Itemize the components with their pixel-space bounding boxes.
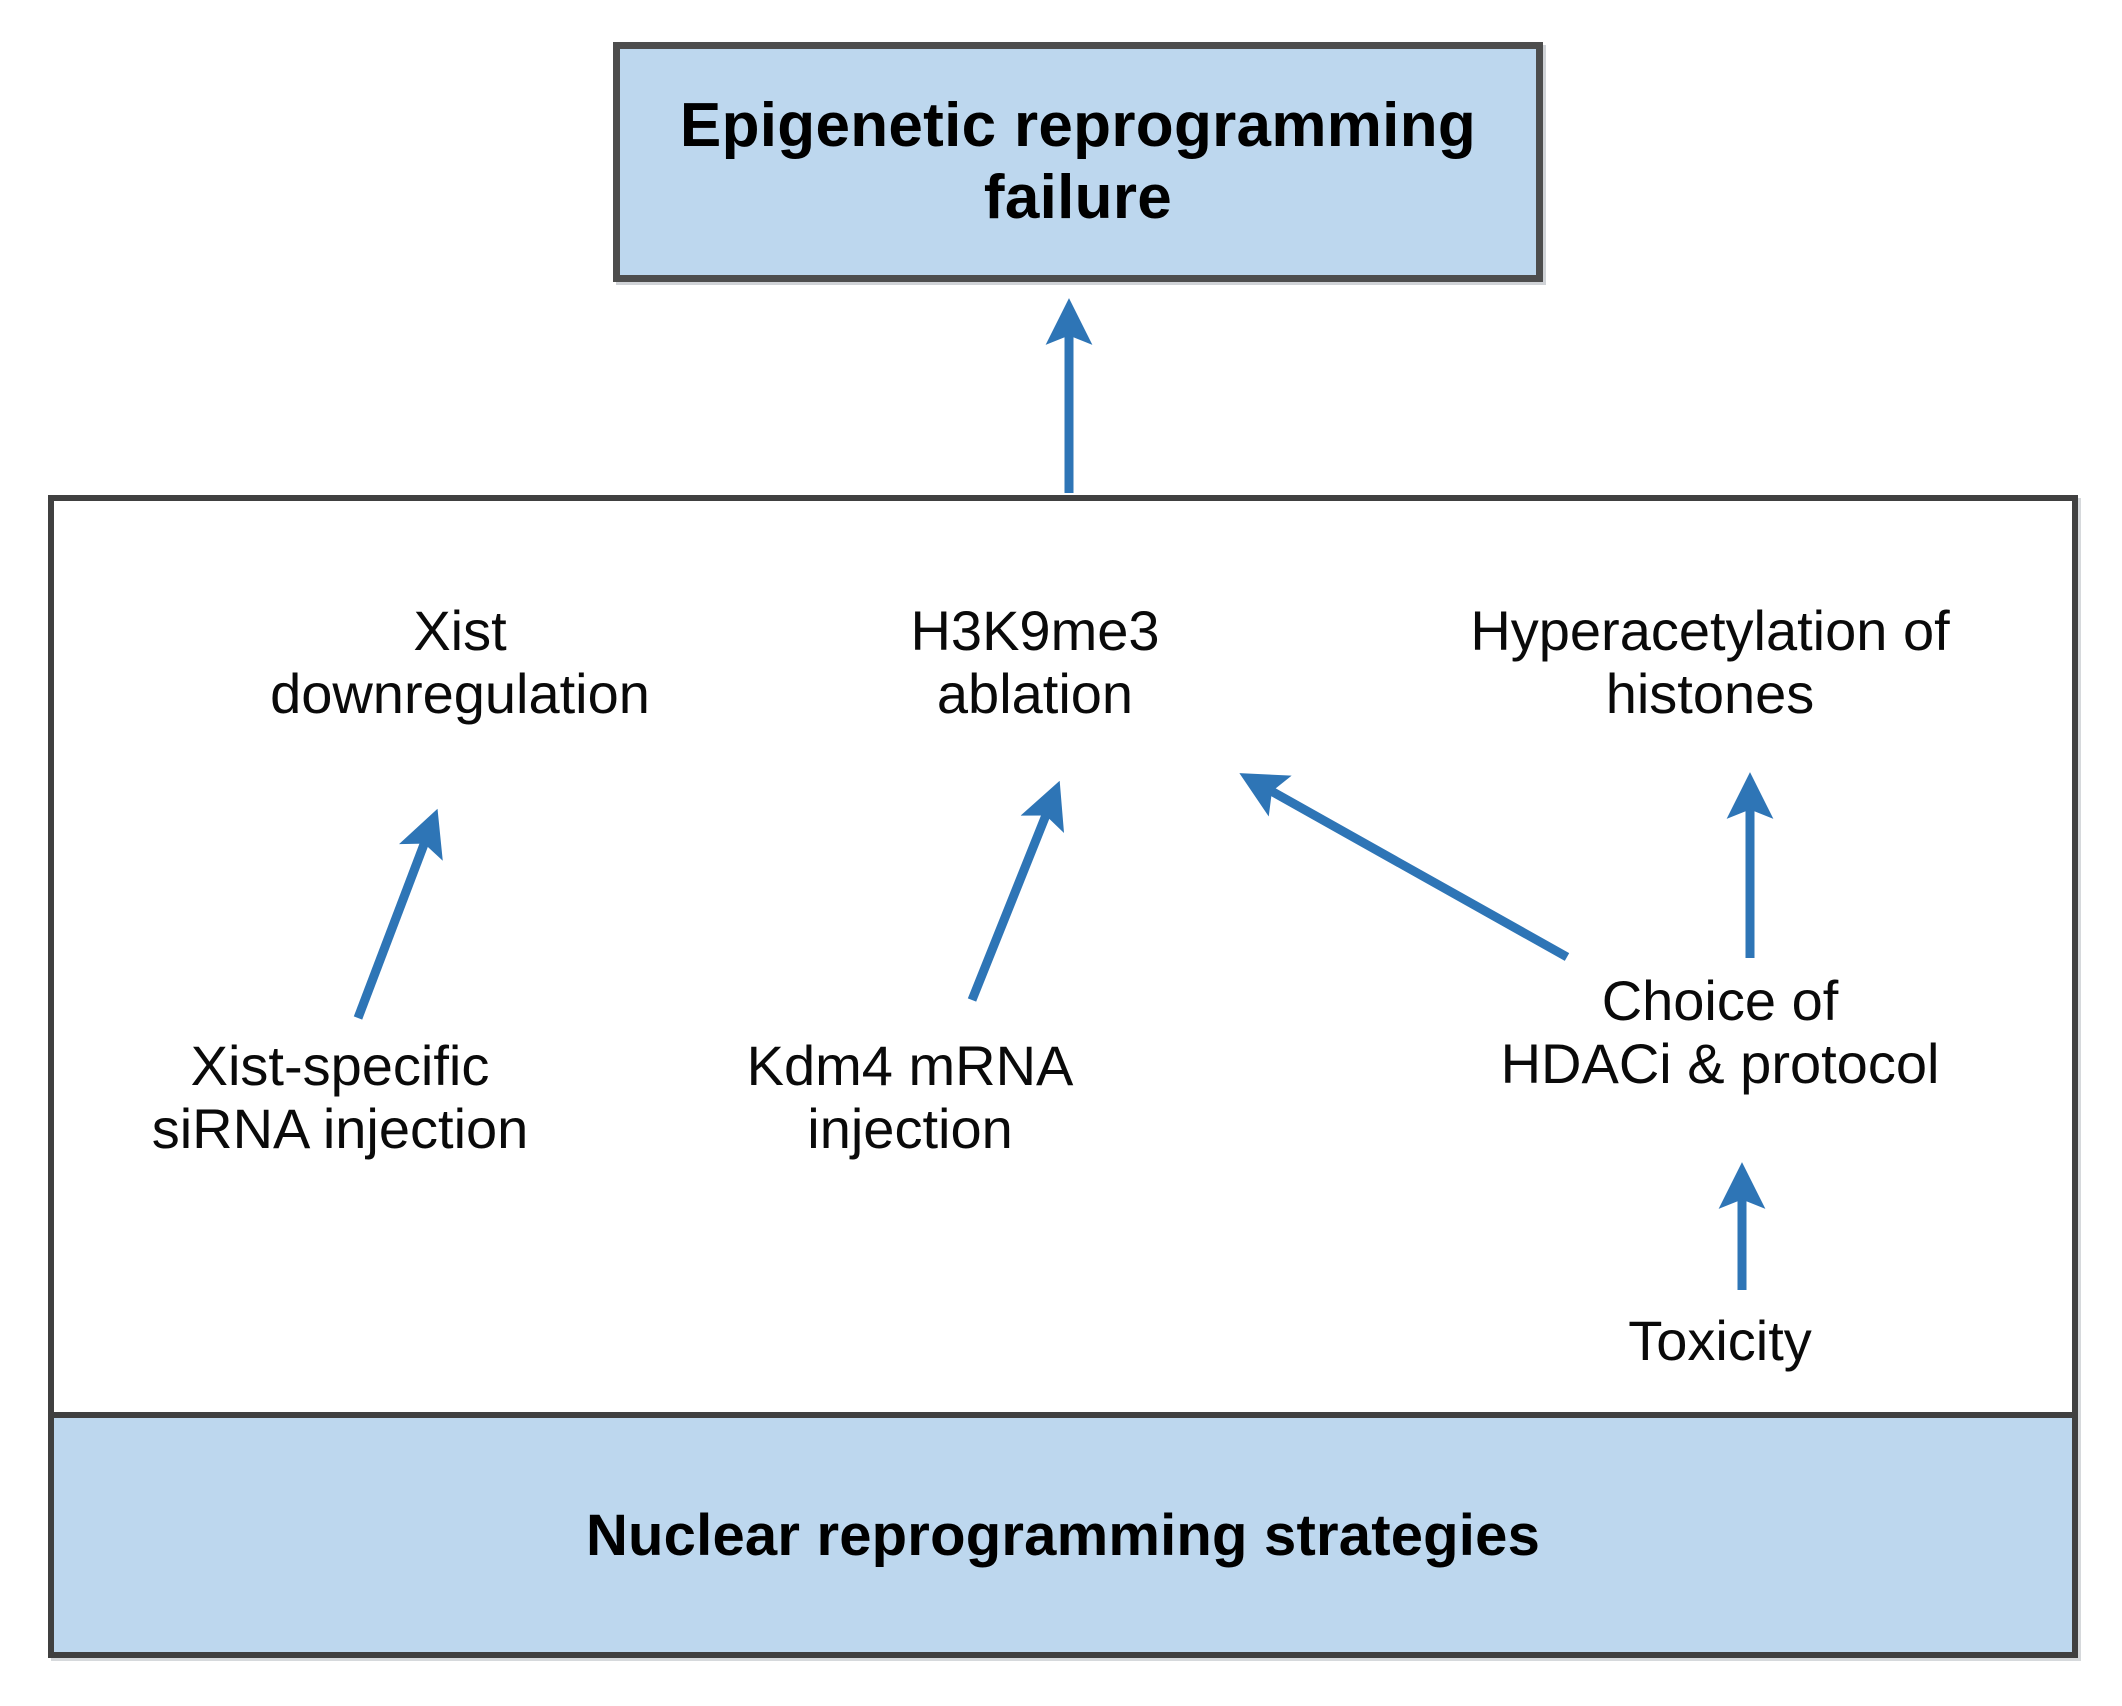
outcome-label: Epigenetic reprogramming failure [679, 91, 1477, 232]
strategies-container-box: Nuclear reprogramming strategies [48, 495, 2078, 1658]
strategies-container-inner: Nuclear reprogramming strategies [54, 501, 2072, 1652]
nuclear-reprogramming-strategies-label: Nuclear reprogramming strategies [585, 1502, 1541, 1568]
node-kdm4-mrna-injection: Kdm4 mRNA injection [746, 1034, 1074, 1160]
outcome-box: Epigenetic reprogramming failure [613, 42, 1543, 282]
node-choice-of-hdaci-and-protocol: Choice of HDACi & protocol [1500, 969, 1940, 1095]
node-toxicity: Toxicity [1628, 1309, 1812, 1372]
node-hyperacetylation-of-histones: Hyperacetylation of histones [1470, 599, 1950, 725]
node-xist-downregulation: Xist downregulation [270, 599, 650, 725]
node-xist-specific-sirna-injection: Xist-specific siRNA injection [151, 1034, 529, 1160]
nuclear-reprogramming-strategies-bar: Nuclear reprogramming strategies [54, 1412, 2072, 1652]
node-h3k9me3-ablation: H3K9me3 ablation [910, 599, 1160, 725]
